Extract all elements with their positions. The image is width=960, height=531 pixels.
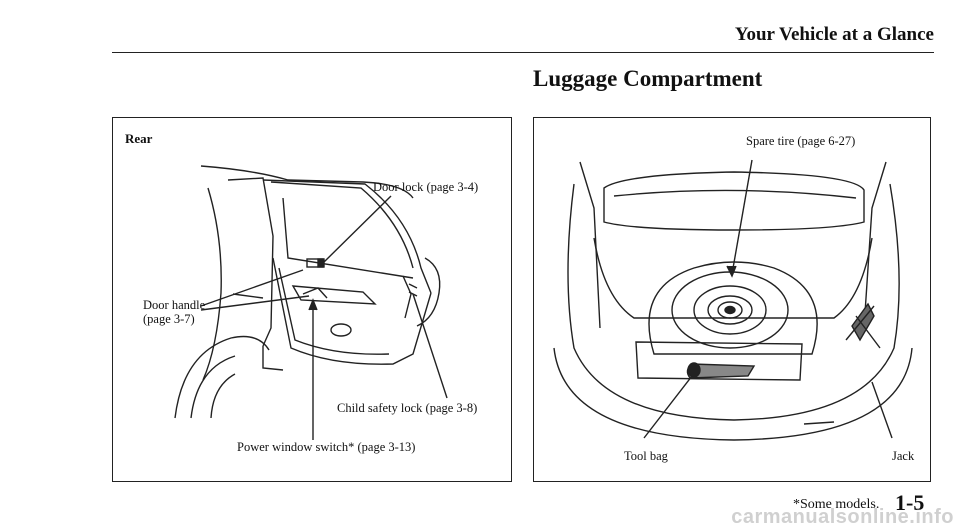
child-safety-lock-label: Child safety lock (page 3-8): [337, 401, 478, 415]
footer-note: *Some models.: [793, 497, 880, 512]
door-handle-page-label: (page 3-7): [143, 312, 195, 326]
rear-door-illustration: [174, 165, 448, 440]
rear-door-figure: Rear Door lock (page 3-4) Door handle (p…: [112, 117, 512, 482]
section-title: Luggage Compartment: [533, 66, 763, 91]
watermark: carmanualsonline.info: [731, 506, 954, 528]
jack-label: Jack: [892, 449, 915, 463]
door-handle-label: Door handle: [143, 298, 206, 312]
page-number: 1-5: [895, 490, 925, 515]
tool-bag-label: Tool bag: [624, 449, 668, 463]
door-lock-label: Door lock (page 3-4): [373, 180, 479, 194]
rear-label: Rear: [125, 131, 153, 146]
power-window-switch-label: Power window switch* (page 3-13): [237, 440, 416, 454]
luggage-compartment-illustration: [553, 159, 913, 441]
header-rule: [112, 52, 934, 53]
luggage-compartment-figure: Spare tire (page 6-27) Tool bag Jack: [533, 117, 931, 482]
spare-tire-label: Spare tire (page 6-27): [746, 134, 856, 148]
header-title: Your Vehicle at a Glance: [734, 24, 934, 45]
